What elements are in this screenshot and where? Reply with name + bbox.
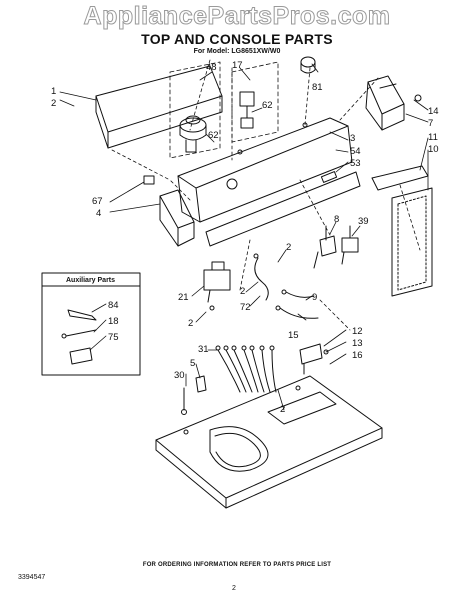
callout-30: 30 (174, 370, 185, 381)
screw-30 (181, 387, 187, 415)
callout-10: 10 (428, 144, 439, 155)
callout-81: 81 (312, 82, 323, 93)
wire-72 (253, 253, 269, 301)
callout-2-lower: 2 (188, 318, 193, 329)
model-subtitle: For Model: LG8651XW/W0 (193, 48, 281, 55)
callout-2-top: 2 (280, 404, 285, 415)
callout-17: 17 (232, 60, 243, 71)
switch-39 (341, 225, 359, 265)
auxiliary-parts-title: Auxiliary Parts (66, 277, 115, 284)
switch-8 (313, 225, 337, 269)
callout-3: 3 (350, 133, 355, 144)
callout-62-left: 62 (208, 130, 219, 141)
callout-14: 14 (428, 106, 439, 117)
wire-9 (281, 289, 315, 298)
bracket-boxes (169, 61, 279, 159)
callout-2-mid: 2 (286, 242, 291, 253)
callout-54: 54 (350, 146, 361, 157)
callout-12: 12 (352, 326, 363, 337)
top-panel (155, 375, 383, 509)
ordering-note: FOR ORDERING INFORMATION REFER TO PARTS … (142, 562, 332, 568)
auxiliary-parts-box (41, 272, 141, 376)
console-panel (177, 117, 361, 247)
timer-knob-48 (179, 115, 207, 153)
wire-harness-31 (215, 345, 277, 393)
callout-2: 2 (51, 98, 56, 109)
callout-31: 31 (198, 344, 209, 355)
knob-81 (300, 56, 316, 74)
console-end-cap-right (365, 75, 422, 131)
callout-62-right: 62 (262, 100, 273, 111)
page-title: TOP AND CONSOLE PARTS (141, 31, 333, 47)
auxiliary-callout-18: 18 (108, 316, 119, 327)
callout-67: 67 (92, 196, 103, 207)
auxiliary-part-84 (67, 309, 97, 321)
callout-15: 15 (288, 330, 299, 341)
lint-screen (371, 165, 433, 297)
page-number: 2 (232, 585, 236, 592)
callout-7: 7 (428, 118, 433, 129)
timer-21 (203, 261, 231, 311)
callout-5: 5 (190, 358, 195, 369)
auxiliary-callout-75: 75 (108, 332, 119, 343)
wire-15 (275, 305, 319, 319)
auxiliary-part-18 (61, 329, 97, 339)
callout-8: 8 (334, 214, 339, 225)
clip-5 (195, 375, 207, 393)
callout-16: 16 (352, 350, 363, 361)
document-number: 3394547 (18, 574, 46, 581)
console-end-cap-left-lower (143, 175, 195, 247)
callout-13: 13 (352, 338, 363, 349)
watermark: AppliancePartsPros.com (83, 2, 391, 31)
callout-11: 11 (428, 132, 438, 143)
callout-21: 21 (178, 292, 189, 303)
callout-4: 4 (96, 208, 101, 219)
console-end-cap-left (95, 65, 223, 149)
auxiliary-callout-84: 84 (108, 300, 119, 311)
callout-2-wire: 2 (240, 286, 245, 297)
callout-leaders (59, 63, 429, 411)
callout-9: 9 (312, 292, 317, 303)
auxiliary-part-75 (69, 347, 93, 365)
callout-labels: 1 2 48 17 81 62 62 14 7 3 54 53 11 10 67… (51, 60, 439, 415)
callout-1: 1 (51, 86, 56, 97)
callout-48: 48 (206, 62, 217, 73)
part-12-13-16 (299, 343, 329, 375)
callout-53: 53 (350, 158, 361, 169)
selector-knob-17 (239, 91, 255, 129)
callout-39: 39 (358, 216, 369, 227)
callout-72: 72 (240, 302, 251, 313)
